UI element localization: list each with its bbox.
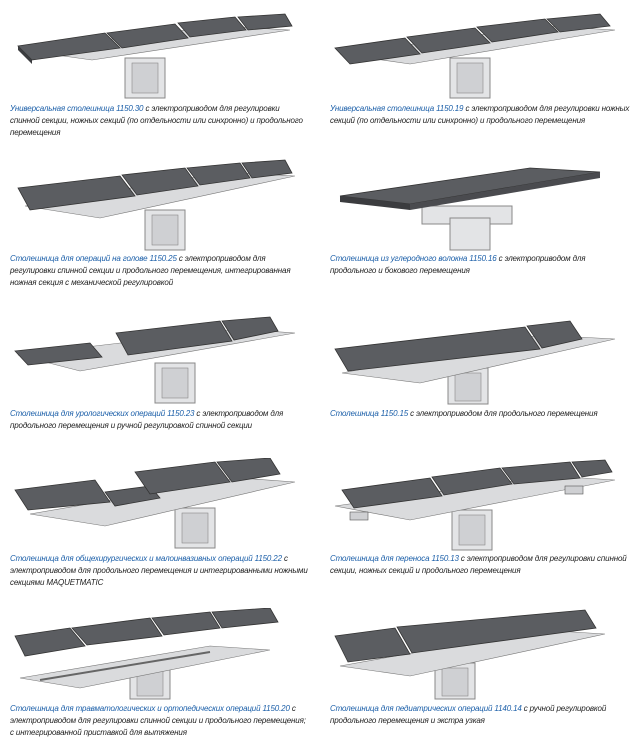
product-title: Столешница 1150.15	[330, 409, 409, 418]
product-description: с электроприводом для продольного переме…	[10, 409, 284, 430]
product-title: Столешница для урологических операций 11…	[10, 409, 195, 418]
table-top-illustration	[330, 608, 630, 703]
table-top-illustration	[330, 158, 630, 253]
product-description: с электроприводом для регулировки спинно…	[10, 254, 291, 287]
product-description: с электроприводом для регулировки ножных…	[330, 104, 630, 125]
product-title: Универсальная столешница 1150.19	[330, 104, 464, 113]
product-description: с электроприводом для регулировки спинно…	[10, 704, 306, 737]
product-caption: Столешница для переноса 1150.13 с электр…	[330, 553, 630, 577]
table-top-illustration	[330, 8, 630, 103]
product-caption: Столешница для операций на голове 1150.2…	[10, 253, 310, 289]
product-caption: Универсальная столешница 1150.30 с элект…	[10, 103, 310, 139]
product-title: Столешница для травматологических и орто…	[10, 704, 290, 713]
table-top-illustration	[10, 158, 310, 253]
table-top-illustration	[330, 313, 630, 408]
product-title: Столешница для переноса 1150.13	[330, 554, 459, 563]
table-top-illustration	[10, 608, 310, 703]
product-caption: Универсальная столешница 1150.19 с элект…	[330, 103, 630, 127]
product-title: Столешница из углеродного волокна 1150.1…	[330, 254, 497, 263]
table-top-illustration	[10, 8, 310, 103]
product-description: с электроприводом для регулировки спинно…	[10, 104, 303, 137]
product-title: Столешница для общехирургических и малои…	[10, 554, 282, 563]
product-title: Столешница для операций на голове 1150.2…	[10, 254, 177, 263]
table-top-illustration	[330, 458, 630, 553]
product-caption: Столешница для педиатрических операций 1…	[330, 703, 630, 727]
product-description: с электроприводом для продольного переме…	[408, 409, 598, 418]
product-description: с электроприводом для продольного и боко…	[330, 254, 586, 275]
product-caption: Столешница 1150.15 с электроприводом для…	[330, 408, 630, 420]
product-title: Столешница для педиатрических операций 1…	[330, 704, 522, 713]
product-caption: Столешница для травматологических и орто…	[10, 703, 310, 739]
table-top-illustration	[10, 313, 310, 408]
product-caption: Столешница для урологических операций 11…	[10, 408, 310, 432]
product-title: Универсальная столешница 1150.30	[10, 104, 144, 113]
product-caption: Столешница из углеродного волокна 1150.1…	[330, 253, 630, 277]
product-description: с электроприводом для продольного переме…	[10, 554, 308, 587]
product-description: с электроприводом для регулировки спинно…	[330, 554, 627, 575]
table-top-illustration	[10, 458, 310, 553]
product-description: с ручной регулировкой продольного переме…	[330, 704, 607, 725]
product-caption: Столешница для общехирургических и малои…	[10, 553, 310, 589]
